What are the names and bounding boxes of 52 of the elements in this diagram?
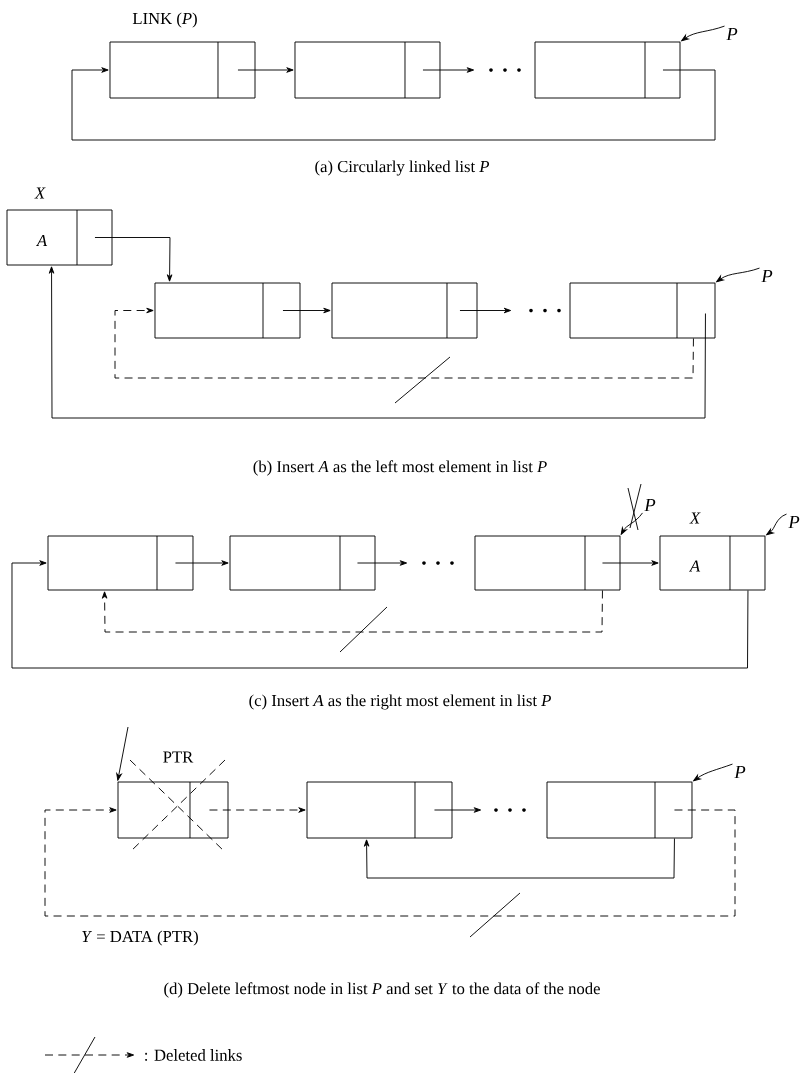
caption: (b) Insert A as the left most element in list P (253, 460, 547, 476)
link-arrow (357, 560, 408, 566)
pointer-arrow (620, 512, 643, 535)
pointer-label: P (644, 498, 656, 512)
list-node (569, 282, 716, 339)
link-arrow (602, 560, 659, 566)
link-arrow (282, 307, 331, 314)
pointer-arrow (766, 513, 787, 536)
link-arrow (114, 307, 694, 379)
list-node (474, 535, 621, 591)
list-node: X A (659, 512, 766, 591)
link-arrow (237, 67, 294, 73)
list-node: PTR (117, 751, 229, 839)
pointer-arrow (693, 763, 733, 782)
list-node (229, 535, 376, 591)
node-label: PTR (163, 751, 194, 763)
list-node (294, 41, 441, 99)
list-node (546, 781, 693, 839)
link-arrow (422, 67, 475, 73)
link-arrow (434, 807, 482, 813)
pointer-arrow (681, 25, 725, 42)
caption: (a) Circularly linked list P (315, 160, 490, 176)
link-arrow (48, 266, 706, 419)
list-node (331, 282, 478, 339)
link-arrow (11, 560, 749, 669)
node-label: X (689, 512, 701, 524)
node-label: X (34, 187, 46, 199)
list-node (534, 41, 681, 99)
legend-text: : Deleted links (145, 1049, 242, 1061)
link-arrow (116, 726, 129, 781)
list-node: LINK (P) (109, 12, 256, 99)
pointer-label: P (726, 27, 738, 41)
node-label: LINK (P) (132, 12, 197, 28)
list-node: X A (6, 187, 113, 266)
link-arrow (94, 237, 173, 282)
caption: Y = DATA (PTR) (82, 930, 198, 946)
pointer-arrow (716, 267, 760, 283)
link-arrow (459, 307, 512, 314)
pointer-label: P (788, 515, 800, 529)
caption: (c) Insert A as the right most element in list P (249, 694, 551, 710)
link-arrow (101, 590, 603, 633)
list-node (306, 781, 453, 839)
link-arrow (209, 807, 306, 813)
list-node (154, 282, 301, 339)
link-arrow (44, 807, 736, 917)
list-node (47, 535, 194, 591)
link-arrow (71, 67, 716, 141)
pointer-label: P (734, 765, 746, 779)
caption: (d) Delete leftmost node in list P and set Y to the data of the node (164, 982, 600, 998)
link-arrow (175, 560, 229, 566)
link-arrow (363, 838, 675, 879)
pointer-label: P (761, 269, 773, 283)
